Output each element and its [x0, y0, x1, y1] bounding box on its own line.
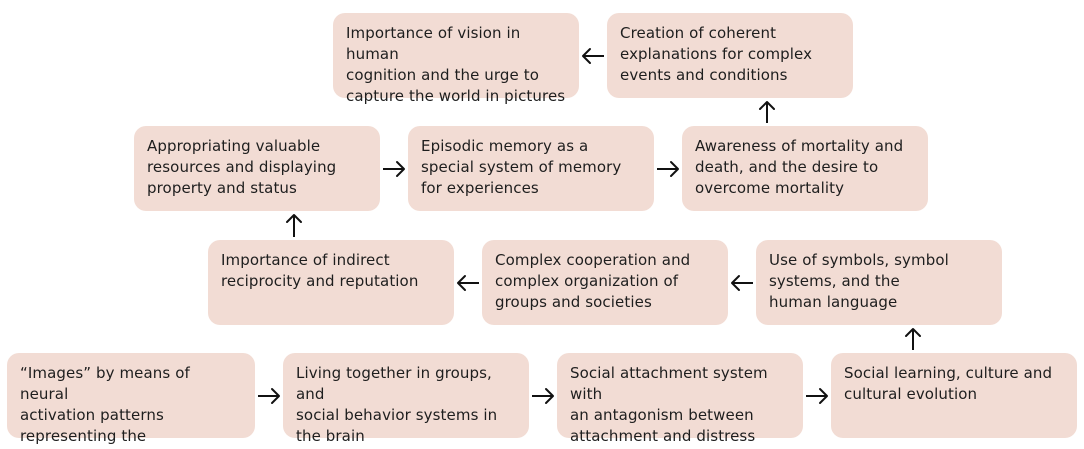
node-reciprocity-label: Importance of indirect reciprocity and r…	[221, 251, 419, 290]
node-learning: Social learning, culture and cultural ev…	[831, 353, 1077, 438]
node-resources: Appropriating valuable resources and dis…	[134, 126, 380, 211]
node-attachment-label: Social attachment system with an antagon…	[570, 364, 768, 445]
node-resources-label: Appropriating valuable resources and dis…	[147, 137, 337, 197]
node-explanations: Creation of coherent explanations for co…	[607, 13, 853, 98]
arrow-reciprocity-to-resources	[286, 214, 302, 237]
node-images: “Images” by means of neural activation p…	[7, 353, 255, 449]
node-cooperation: Complex cooperation and complex organiza…	[482, 240, 728, 325]
node-mortality-label: Awareness of mortality and death, and th…	[695, 137, 904, 197]
node-vision-label: Importance of vision in human cognition …	[346, 24, 566, 105]
arrow-symbols-to-cooperation	[731, 275, 753, 291]
node-attachment: Social attachment system with an antagon…	[557, 353, 803, 445]
arrow-episodic-to-mortality	[657, 161, 679, 177]
node-symbols-label: Use of symbols, symbol systems, and the …	[769, 251, 949, 311]
node-vision: Importance of vision in human cognition …	[333, 13, 579, 105]
node-groups-label: Living together in groups, and social be…	[296, 364, 498, 445]
arrow-explanations-to-vision	[582, 48, 604, 64]
node-learning-label: Social learning, culture and cultural ev…	[844, 364, 1053, 403]
arrow-mortality-to-explanations	[759, 101, 775, 123]
node-groups: Living together in groups, and social be…	[283, 353, 529, 445]
node-mortality: Awareness of mortality and death, and th…	[682, 126, 928, 211]
node-reciprocity: Importance of indirect reciprocity and r…	[208, 240, 454, 325]
node-symbols: Use of symbols, symbol systems, and the …	[756, 240, 1002, 325]
arrow-resources-to-episodic	[383, 161, 405, 177]
node-episodic-label: Episodic memory as a special system of m…	[421, 137, 622, 197]
node-episodic: Episodic memory as a special system of m…	[408, 126, 654, 211]
node-explanations-label: Creation of coherent explanations for co…	[620, 24, 813, 84]
arrow-learning-to-symbols	[905, 328, 921, 350]
arrow-groups-to-attachment	[532, 388, 554, 404]
arrow-images-to-groups	[258, 388, 280, 404]
arrow-cooperation-to-reciprocity	[457, 275, 479, 291]
node-cooperation-label: Complex cooperation and complex organiza…	[495, 251, 691, 311]
arrow-attachment-to-learning	[806, 388, 828, 404]
